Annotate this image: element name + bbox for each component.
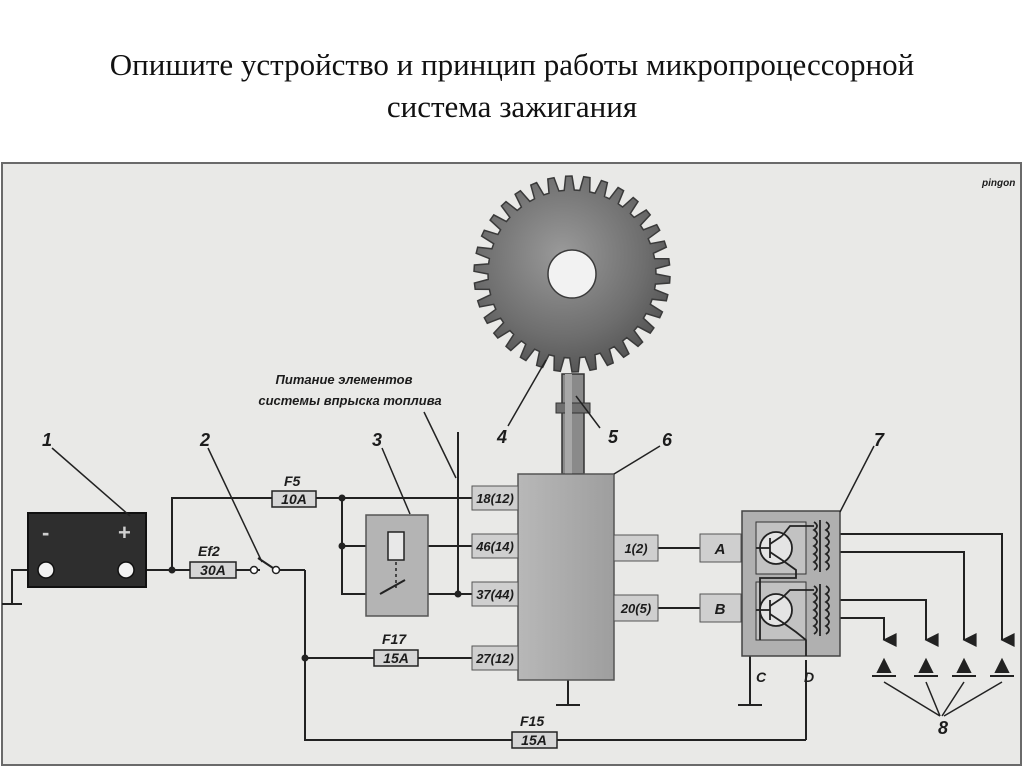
junction-dots (168, 494, 462, 662)
terminal-c-label: C (756, 669, 767, 685)
ignition-module: C D (741, 510, 841, 685)
timing-gear-wheel (473, 175, 671, 373)
terminal-d-label: D (804, 669, 814, 685)
driver-a: A (699, 533, 742, 563)
fuse-f17-name: F17 (382, 631, 407, 647)
caption-line-2: системы впрыска топлива (258, 393, 441, 408)
callout-4: 4 (496, 427, 507, 447)
spark-plug-4 (990, 657, 1014, 677)
fuse-f17-rating: 15A (383, 650, 409, 666)
spark-plug-3 (952, 657, 976, 677)
callout-5: 5 (608, 427, 619, 447)
battery: - + (27, 512, 147, 588)
callout-2: 2 (199, 430, 210, 450)
fuse-f15-rating: 15A (521, 732, 547, 748)
ignition-coils (759, 520, 830, 656)
title-line-1: Опишите устройство и принцип работы микр… (109, 47, 915, 82)
caption-line-1: Питание элементов (276, 372, 413, 387)
ecu-controller (517, 473, 615, 681)
driver-b-label: B (715, 601, 726, 618)
callout-6: 6 (662, 430, 673, 450)
caption-leader (423, 411, 457, 479)
callout-8: 8 (938, 718, 948, 738)
fuse-f17: 15A F17 (373, 631, 419, 667)
fuse-ef2: 30A Ef2 (189, 543, 237, 579)
driver-b: B (699, 593, 742, 623)
fuse-f5-rating: 10A (281, 491, 307, 507)
ignition-system-diagram: pingon (1, 162, 1022, 766)
fuse-f5: 10A F5 (271, 473, 317, 508)
ecu-pins: 18(12) 46(14) 37(44) 27(12) 1(2) 20(5) (471, 485, 659, 671)
title-line-2: система зажигания (386, 89, 638, 124)
fuse-f15-name: F15 (520, 713, 544, 729)
pin-20: 20(5) (620, 601, 651, 616)
pin-37: 37(44) (476, 587, 514, 602)
pin-46: 46(14) (475, 539, 514, 554)
fuse-ef2-name: Ef2 (198, 543, 220, 559)
fuse-f15: 15A F15 (511, 713, 558, 749)
spark-plug-2 (914, 657, 938, 677)
callout-1: 1 (42, 430, 52, 450)
pin-18: 18(12) (476, 491, 514, 506)
fuse-f5-name: F5 (284, 473, 301, 489)
spark-plug-1 (872, 657, 896, 677)
watermark: pingon (981, 178, 1015, 189)
pin-27: 27(12) (475, 651, 514, 666)
callout-7: 7 (874, 430, 885, 450)
gear-hub-hole (547, 249, 597, 299)
transistor-1 (756, 531, 793, 565)
callout-8-leaders (883, 681, 1003, 717)
battery-minus-sign: - (42, 520, 49, 545)
transistor-2 (756, 593, 793, 627)
callout-leaders (51, 359, 875, 563)
main-relay (365, 514, 429, 617)
driver-a-label: A (714, 541, 726, 558)
callout-3: 3 (372, 430, 382, 450)
spark-plugs (872, 657, 1014, 677)
battery-plus-sign: + (118, 520, 131, 545)
pin-1: 1(2) (624, 541, 647, 556)
fuse-ef2-rating: 30A (200, 562, 226, 578)
slide-title: Опишите устройство и принцип работы микр… (0, 44, 1024, 128)
